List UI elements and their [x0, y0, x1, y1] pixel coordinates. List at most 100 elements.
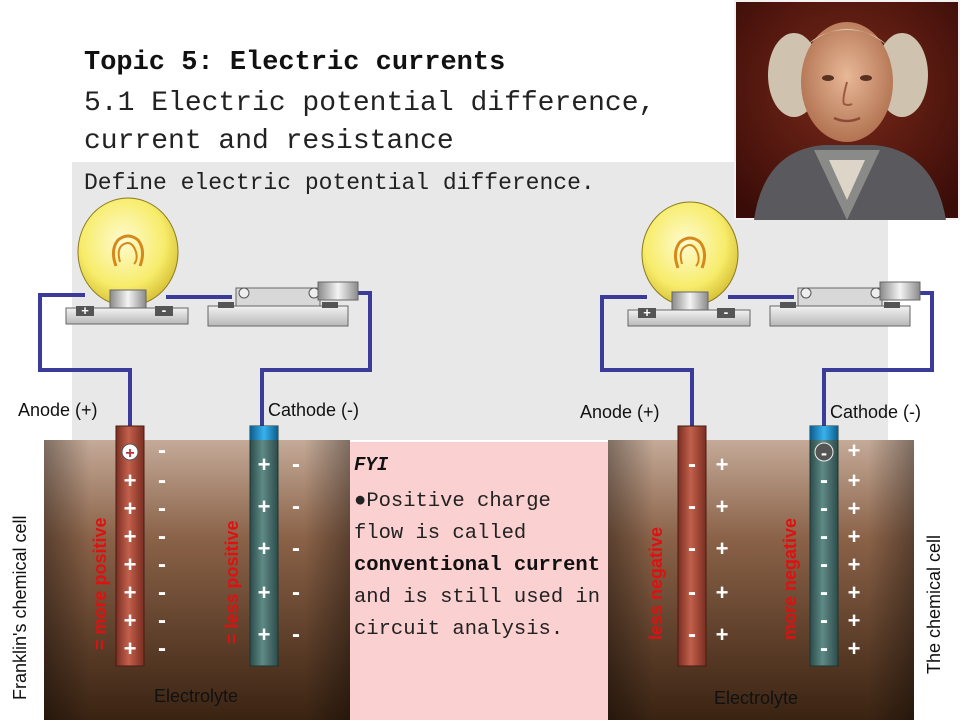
fyi-text-after: and is still used in circuit analysis.	[354, 586, 601, 641]
svg-text:-: -	[688, 579, 696, 606]
fyi-bullet: ●	[354, 490, 367, 513]
fyi-body: ●Positive charge flow is called conventi…	[354, 486, 608, 646]
svg-text:+: +	[258, 536, 271, 561]
svg-text:+: +	[716, 452, 729, 477]
right-anode-minus-signs: --- --	[688, 451, 696, 648]
left-electrolyte-label: Electrolyte	[154, 686, 239, 706]
svg-text:+: +	[848, 552, 861, 577]
svg-text:+: +	[258, 452, 271, 477]
svg-text:+: +	[124, 524, 137, 549]
svg-text:-: -	[292, 621, 300, 648]
svg-text:+: +	[848, 496, 861, 521]
right-wire-anode	[600, 295, 694, 430]
svg-text:-: -	[158, 467, 166, 494]
svg-text:-: -	[292, 579, 300, 606]
fyi-text-before: Positive charge flow is called	[354, 490, 551, 545]
svg-text:+: +	[258, 622, 271, 647]
svg-text:-: -	[688, 451, 696, 478]
fyi-heading: FYI	[354, 454, 389, 476]
right-cathode-badge-sign: -	[821, 443, 827, 463]
right-anode-rod	[677, 425, 707, 667]
svg-text:-: -	[820, 495, 828, 522]
svg-text:+: +	[124, 468, 137, 493]
svg-text:+: +	[124, 608, 137, 633]
right-anode-label: Anode (+)	[580, 402, 660, 422]
left-anode-rod	[115, 425, 145, 667]
right-cathode-cap	[810, 426, 838, 440]
svg-text:-: -	[820, 523, 828, 550]
left-anode-badge-sign: +	[125, 445, 134, 462]
left-cathode-label: Cathode (-)	[268, 400, 360, 420]
left-wire-anode	[38, 293, 132, 430]
svg-text:+: +	[124, 636, 137, 661]
right-cathode-badge	[814, 442, 834, 462]
right-bulb-plus: +	[643, 305, 651, 320]
left-cathode-cap	[250, 426, 278, 440]
right-electrolyte-plus-signs-near-cathode: +++ +++ ++	[848, 438, 861, 661]
svg-text:+: +	[848, 580, 861, 605]
left-bulb-plus: +	[81, 303, 89, 318]
right-electrolyte-plus-signs-near-anode: +++ ++	[716, 452, 729, 647]
svg-text:+: +	[716, 580, 729, 605]
svg-text:+: +	[848, 438, 861, 463]
svg-text:-: -	[820, 551, 828, 578]
right-bulb-minus: -	[724, 304, 729, 320]
left-cathode-rod	[249, 425, 279, 667]
left-light-bulb	[65, 197, 189, 325]
svg-text:+: +	[124, 580, 137, 605]
svg-text:-: -	[158, 523, 166, 550]
left-anode-label: Anode (+)	[18, 400, 98, 420]
svg-text:-: -	[292, 451, 300, 478]
svg-text:+: +	[848, 524, 861, 549]
svg-text:-: -	[158, 551, 166, 578]
svg-text:-: -	[688, 621, 696, 648]
left-electrolyte-minus-signs: --- --- --	[158, 437, 166, 662]
left-anode-note: = more positive	[90, 517, 110, 650]
svg-text:-: -	[158, 635, 166, 662]
left-side-label: Franklin's chemical cell	[10, 515, 30, 701]
right-cathode-label: Cathode (-)	[830, 402, 922, 422]
left-anode-plus-signs: + + + + + + +	[124, 468, 137, 661]
svg-text:-: -	[820, 579, 828, 606]
right-anode-note: less negative	[646, 526, 666, 640]
left-cathode-minus-signs: --- --	[292, 451, 300, 648]
svg-text:-: -	[820, 467, 828, 494]
svg-text:-: -	[820, 635, 828, 662]
right-knife-switch	[769, 281, 921, 327]
svg-text:-: -	[158, 607, 166, 634]
svg-text:+: +	[848, 636, 861, 661]
svg-text:-: -	[158, 437, 166, 464]
svg-text:+: +	[716, 536, 729, 561]
svg-text:-: -	[158, 495, 166, 522]
left-cathode-note: = less positive	[222, 520, 242, 644]
svg-text:+: +	[124, 496, 137, 521]
right-wire-cathode	[822, 291, 934, 430]
fyi-box: FYI ●Positive charge flow is called conv…	[350, 442, 608, 720]
left-wire-cathode	[260, 291, 372, 430]
right-electrolyte-label: Electrolyte	[714, 688, 799, 708]
svg-text:+: +	[848, 468, 861, 493]
left-cathode-plus-signs: +++ ++	[258, 452, 271, 647]
right-side-label: The chemical cell	[924, 534, 944, 674]
svg-text:-: -	[820, 607, 828, 634]
svg-text:+: +	[716, 494, 729, 519]
left-bulb-minus: -	[162, 302, 167, 318]
portrait-painting-icon	[734, 0, 960, 220]
objective-text: Define electric potential difference.	[84, 170, 595, 196]
svg-text:-: -	[688, 493, 696, 520]
left-anode-badge	[121, 443, 139, 461]
right-cathode-note: more negative	[780, 517, 800, 640]
right-cathode-rod	[809, 425, 839, 667]
svg-text:+: +	[124, 552, 137, 577]
slide-subtitle-line1: 5.1 Electric potential difference,	[84, 88, 656, 119]
slide-title: Topic 5: Electric currents	[84, 48, 506, 78]
fyi-emphasis: conventional current	[354, 554, 601, 577]
svg-text:+: +	[258, 494, 271, 519]
right-light-bulb	[627, 201, 751, 327]
svg-text:-: -	[292, 535, 300, 562]
svg-text:-: -	[158, 579, 166, 606]
slide-subtitle-line2: current and resistance	[84, 126, 454, 157]
right-cathode-minus-signs: --- --- -	[820, 467, 828, 662]
